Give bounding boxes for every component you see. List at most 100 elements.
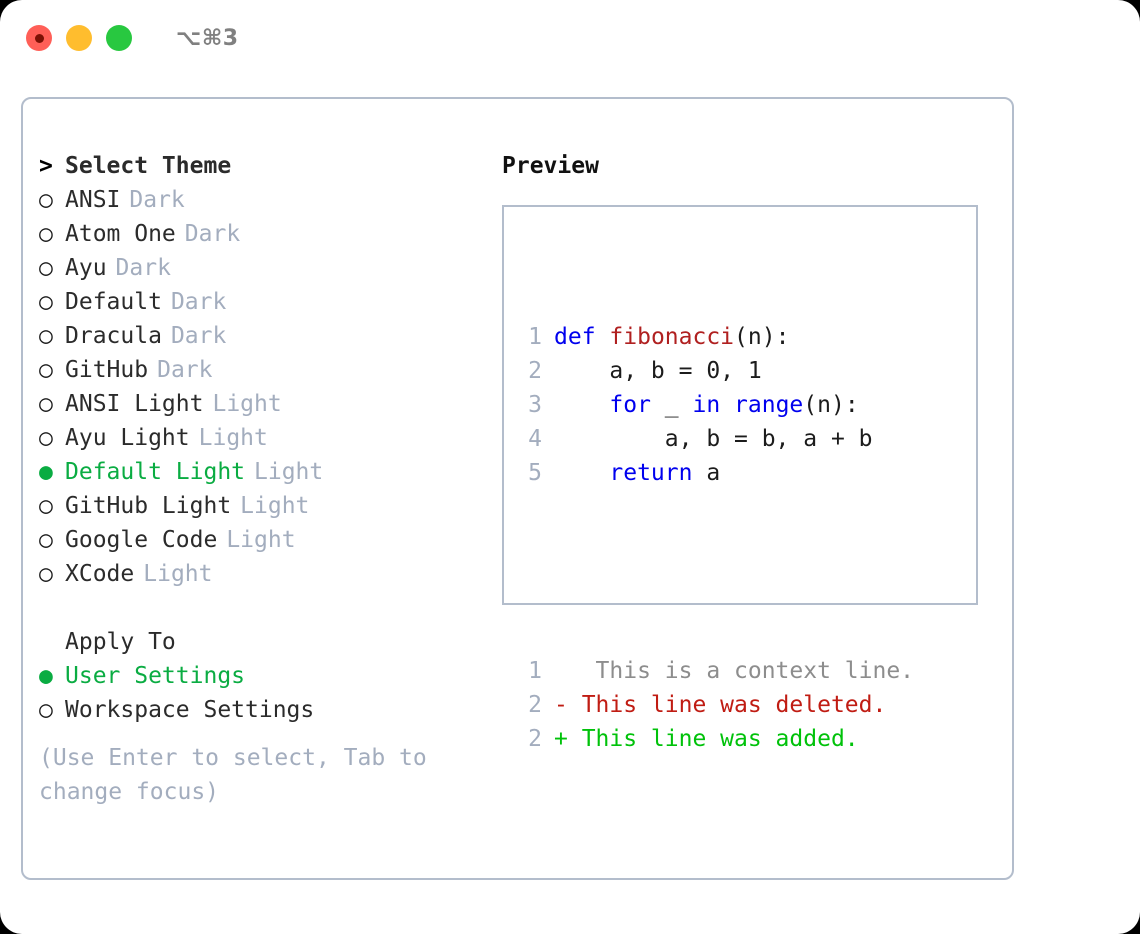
code-line: 1 def fibonacci(n): xyxy=(516,320,914,354)
code-token: a, b = 0, 1 xyxy=(554,358,762,384)
code-token: a xyxy=(692,460,721,486)
close-button[interactable] xyxy=(26,25,52,51)
theme-option-label: Default Light xyxy=(65,459,246,485)
theme-option-row[interactable]: ○ Default Dark xyxy=(39,285,479,319)
code-token: return xyxy=(609,460,693,486)
theme-option-label: ANSI xyxy=(65,187,121,213)
code-token: for xyxy=(609,392,651,418)
code-line-text: for _ in range(n): xyxy=(554,388,858,422)
theme-option-tag: Dark xyxy=(184,221,241,247)
minimize-button[interactable] xyxy=(66,25,92,51)
code-line-text: a, b = 0, 1 xyxy=(554,354,762,388)
radio-unselected-icon[interactable]: ○ xyxy=(39,527,53,553)
radio-unselected-icon[interactable]: ○ xyxy=(39,357,53,383)
theme-option-label: GitHub Light xyxy=(65,493,232,519)
title-bar: ⌥⌘3 xyxy=(0,0,1140,76)
theme-option-row[interactable]: ○ Google Code Light xyxy=(39,523,479,557)
radio-unselected-icon[interactable]: ○ xyxy=(39,221,53,247)
theme-option-tag: Light xyxy=(254,459,324,485)
theme-option-tag: Dark xyxy=(170,323,227,349)
radio-unselected-icon[interactable]: ○ xyxy=(39,697,53,723)
radio-unselected-icon[interactable]: ○ xyxy=(39,255,53,281)
line-number: 2 xyxy=(528,726,542,752)
line-number: 1 xyxy=(528,324,542,350)
radio-selected-icon[interactable]: ● xyxy=(39,663,53,689)
theme-option-label: Default xyxy=(65,289,162,315)
code-line: 5 return a xyxy=(516,456,914,490)
code-token xyxy=(554,460,609,486)
radio-unselected-icon[interactable]: ○ xyxy=(39,323,53,349)
theme-option-label: GitHub xyxy=(65,357,149,383)
theme-option-label: Dracula xyxy=(65,323,162,349)
diff-line-text: This is a context line. xyxy=(554,658,915,684)
radio-unselected-icon[interactable]: ○ xyxy=(39,187,53,213)
code-line-text: def fibonacci(n): xyxy=(554,320,789,354)
apply-to-option-label: User Settings xyxy=(65,663,246,689)
radio-selected-icon[interactable]: ● xyxy=(39,459,53,485)
theme-option-tag: Light xyxy=(226,527,296,553)
code-token xyxy=(554,392,609,418)
diff-line-text: - This line was deleted. xyxy=(554,692,887,718)
diff-line: 2+ This line was added. xyxy=(516,722,914,756)
theme-option-tag: Dark xyxy=(115,255,171,281)
theme-picker-header-label: Select Theme xyxy=(65,153,232,179)
code-token: (n): xyxy=(734,324,790,350)
theme-option-row[interactable]: ○ Ayu Dark xyxy=(39,251,479,285)
radio-unselected-icon[interactable]: ○ xyxy=(39,425,53,451)
apply-to-option-row[interactable]: ○Workspace Settings xyxy=(39,693,479,727)
theme-option-row[interactable]: ○ GitHub Dark xyxy=(39,353,479,387)
theme-picker-header: > Select Theme xyxy=(39,149,479,183)
code-line-text: return a xyxy=(554,456,720,490)
apply-to-option-row[interactable]: ● User Settings xyxy=(39,659,479,693)
theme-option-row[interactable]: ○ Dracula Dark xyxy=(39,319,479,353)
code-token: a, b = b, a + b xyxy=(554,426,873,452)
radio-unselected-icon[interactable]: ○ xyxy=(39,289,53,315)
theme-option-label: Google Code xyxy=(65,527,218,553)
theme-option-label: ANSI Light xyxy=(65,391,204,417)
line-number: 5 xyxy=(528,460,542,486)
line-number: 1 xyxy=(528,658,542,684)
code-line: 3 for _ in range(n): xyxy=(516,388,914,422)
apply-to-header-label: Apply To xyxy=(65,629,176,655)
diff-gap-spacer xyxy=(516,558,914,586)
apply-to-list: ● User Settings ○Workspace Settings xyxy=(39,659,479,727)
window-controls xyxy=(26,25,132,51)
keyboard-hint: (Use Enter to select, Tab to change focu… xyxy=(39,745,427,805)
radio-unselected-icon[interactable]: ○ xyxy=(39,561,53,587)
code-line: 2 a, b = 0, 1 xyxy=(516,354,914,388)
radio-unselected-icon[interactable]: ○ xyxy=(39,493,53,519)
line-number: 2 xyxy=(528,358,542,384)
diff-line: 1 This is a context line. xyxy=(516,654,914,688)
maximize-button[interactable] xyxy=(106,25,132,51)
keyboard-shortcut-label: ⌥⌘3 xyxy=(176,25,239,51)
apply-to-header: ○ Apply To xyxy=(39,625,479,659)
code-line: 4 a, b = b, a + b xyxy=(516,422,914,456)
preview-title: Preview xyxy=(502,153,599,179)
code-token: _ xyxy=(650,392,693,418)
theme-option-tag: Dark xyxy=(157,357,213,383)
theme-option-tag: Light xyxy=(198,425,268,451)
line-number: 4 xyxy=(528,426,542,452)
diff-line: 2- This line was deleted. xyxy=(516,688,914,722)
theme-option-row[interactable]: ● Default Light Light xyxy=(39,455,479,489)
theme-option-label: Ayu xyxy=(65,255,107,281)
line-number: 3 xyxy=(528,392,542,418)
radio-unselected-icon[interactable]: ○ xyxy=(39,391,53,417)
code-line-text: a, b = b, a + b xyxy=(554,422,873,456)
theme-option-tag: Dark xyxy=(170,289,227,315)
code-token: range xyxy=(734,392,804,418)
diff-lines: 1 This is a context line.2- This line wa… xyxy=(516,654,914,756)
